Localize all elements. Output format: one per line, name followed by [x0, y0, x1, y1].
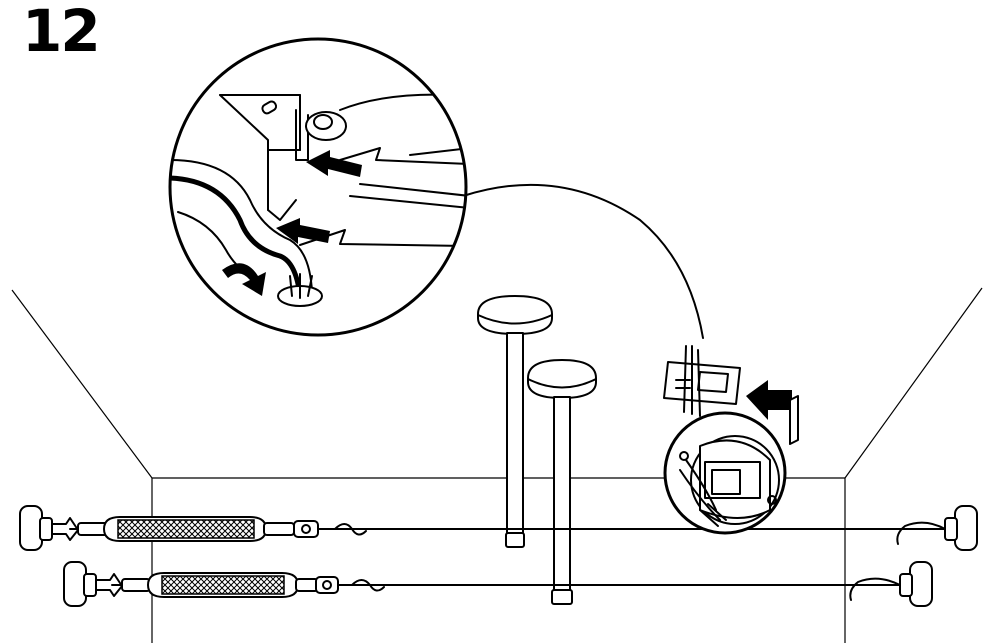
step-number: 12 — [22, 0, 101, 65]
callout-leader — [462, 183, 704, 339]
hub-detail — [663, 411, 787, 535]
lower-cable-tensioner — [63, 561, 933, 607]
terminal-block-detail — [663, 345, 799, 445]
front-pendant-rod — [527, 359, 597, 605]
rotate-arrow — [222, 263, 266, 296]
upper-cable-tensioner — [19, 505, 978, 551]
arrow-left-icon — [746, 380, 792, 420]
rear-pendant-rod — [477, 295, 553, 548]
insert-arrow-upper — [306, 150, 362, 177]
detail-magnifier — [168, 37, 468, 337]
insert-arrow-lower — [276, 218, 330, 244]
